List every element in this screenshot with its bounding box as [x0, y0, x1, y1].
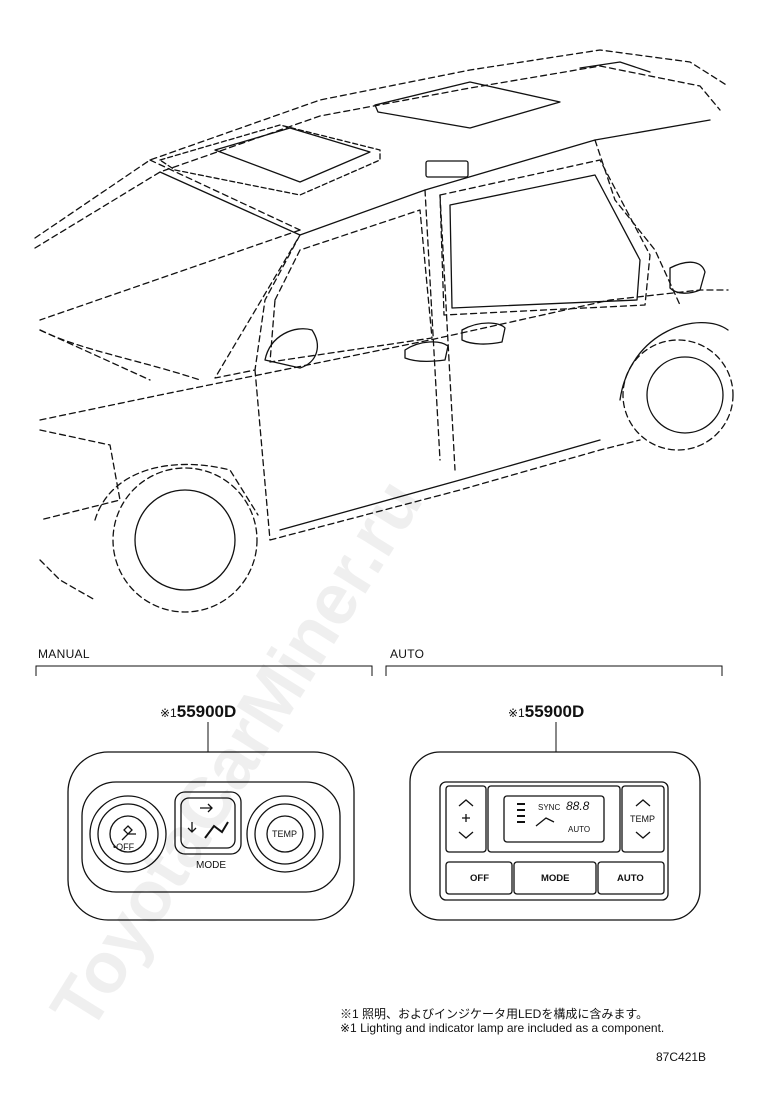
auto-display-sync: SYNC [538, 803, 561, 812]
auto-part-number-value: 55900D [524, 702, 585, 721]
note-japanese: ※1 照明、およびインジケータ用LEDを構成に含みます。 [340, 1007, 649, 1021]
manual-fan-off-label: •OFF [113, 842, 135, 852]
auto-display-temp: 88.8 [566, 799, 590, 813]
auto-part-prefix: ※1 [508, 706, 525, 720]
manual-part-number: ※155900D [160, 702, 236, 722]
manual-part-number-value: 55900D [176, 702, 237, 721]
auto-auto-button-label: AUTO [617, 873, 644, 884]
auto-temp-label: TEMP [630, 814, 656, 824]
auto-section-label: AUTO [390, 647, 425, 661]
figure-code: 87C421B [656, 1050, 707, 1064]
manual-temp-label: TEMP [272, 829, 298, 839]
manual-part-prefix: ※1 [160, 706, 177, 720]
auto-display-auto: AUTO [568, 825, 591, 834]
auto-part-number: ※155900D [508, 702, 584, 722]
note-english: ※1 Lighting and indicator lamp are inclu… [340, 1021, 665, 1035]
manual-mode-label: MODE [196, 860, 226, 871]
auto-off-button-label: OFF [470, 873, 489, 884]
manual-section-label: MANUAL [38, 647, 90, 661]
auto-mode-button-label: MODE [541, 873, 570, 884]
